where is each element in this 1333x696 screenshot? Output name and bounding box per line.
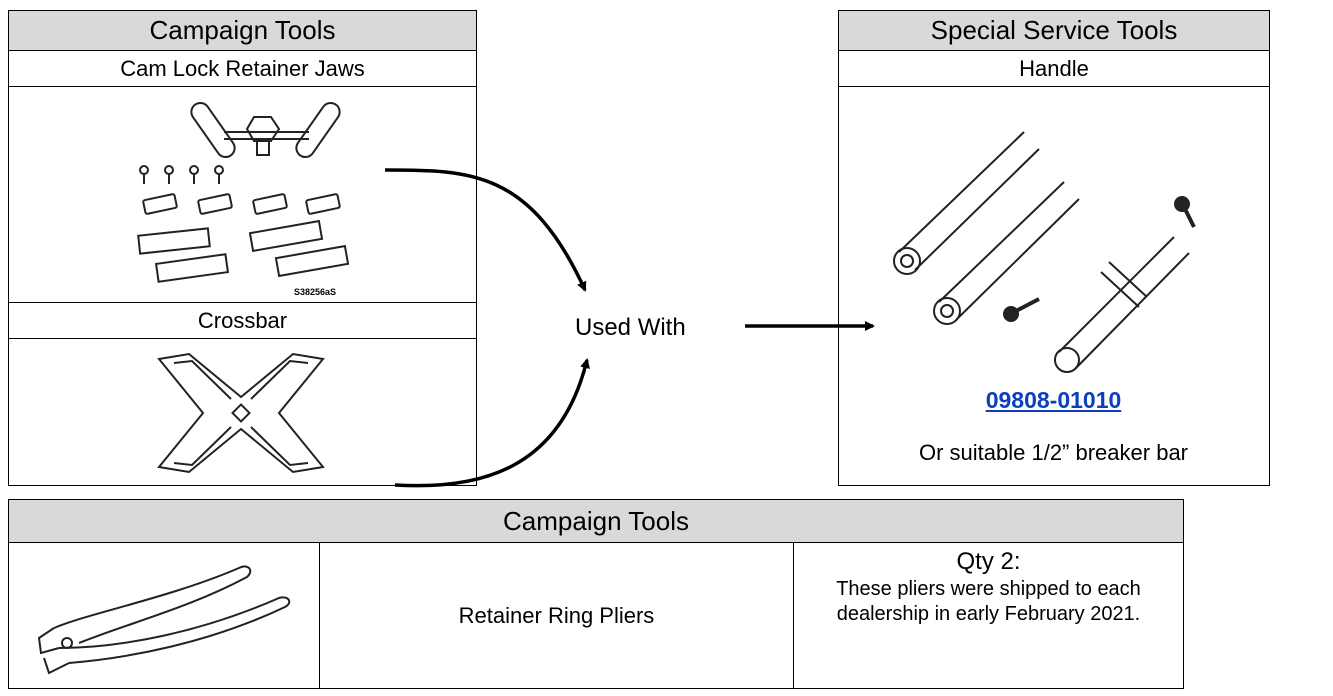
- qty-label: Qty 2:: [956, 548, 1021, 575]
- qty-cell: Qty 2: These pliers were shipped to each…: [794, 543, 1183, 688]
- qty-note: These pliers were shipped to each dealer…: [836, 578, 1141, 625]
- pliers-image-cell: [9, 543, 320, 688]
- special-tools-header: Special Service Tools: [839, 11, 1269, 51]
- part-number-link[interactable]: 09808-01010: [985, 387, 1122, 413]
- bottom-campaign-tools-table: Campaign Tools Retainer Ring Pliers Qty …: [8, 499, 1184, 689]
- handle-content: 09808-01010 Or suitable 1/2” breaker bar: [839, 87, 1269, 485]
- handle-illustration: [893, 131, 1196, 373]
- campaign-tools-box: Campaign Tools Cam Lock Retainer Jaws: [8, 10, 477, 486]
- cam-lock-retainer-jaws-illustration: S38256aS: [137, 101, 350, 297]
- arrow-from-crossbar: [394, 358, 590, 488]
- arrow-from-jaws: [384, 168, 587, 292]
- crossbar-label: Crossbar: [9, 303, 476, 339]
- special-service-tools-box: Special Service Tools Handle: [838, 10, 1270, 486]
- bottom-table-row: Retainer Ring Pliers Qty 2: These pliers…: [9, 543, 1183, 688]
- campaign-tools-header: Campaign Tools: [9, 11, 476, 51]
- retainer-ring-pliers-illustration: [37, 565, 291, 675]
- bolt-icons: [139, 165, 224, 184]
- bottom-table-header: Campaign Tools: [9, 500, 1183, 543]
- jaws-image-code: S38256aS: [294, 287, 336, 297]
- crossbar-image-cell: [9, 339, 476, 487]
- crossbar-illustration: [157, 352, 325, 474]
- handle-label: Handle: [839, 51, 1269, 87]
- jaws-image-cell: S38256aS: [9, 87, 476, 303]
- jaws-label: Cam Lock Retainer Jaws: [9, 51, 476, 87]
- tool-name: Retainer Ring Pliers: [458, 602, 655, 628]
- tool-name-cell: Retainer Ring Pliers: [320, 543, 794, 688]
- breaker-bar-alt-text: Or suitable 1/2” breaker bar: [918, 440, 1189, 465]
- used-with-label: Used With: [575, 314, 686, 341]
